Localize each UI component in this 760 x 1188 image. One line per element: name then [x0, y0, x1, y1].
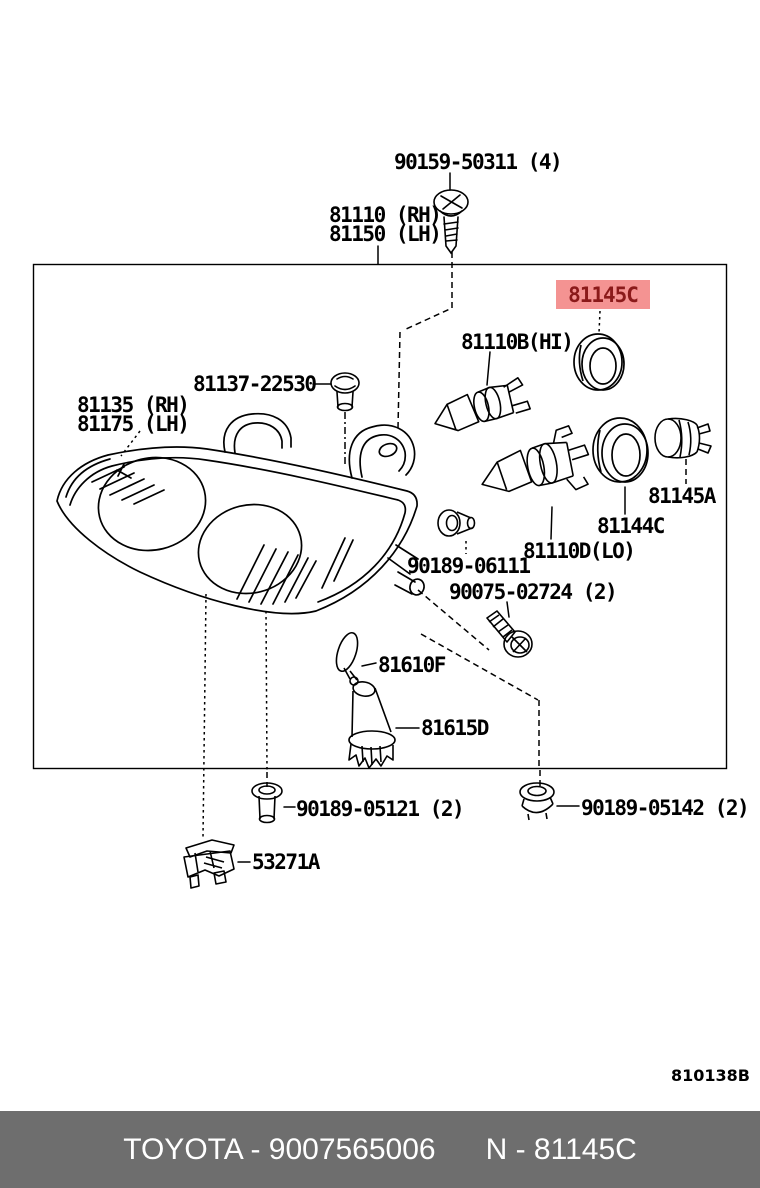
part-label-90189-05142: 90189-05142 (2)	[581, 796, 750, 820]
part-label-81135-rh: 81135 (RH)	[77, 393, 190, 417]
part-label-81137-22530: 81137-22530	[193, 372, 317, 396]
part-label-90189-05121: 90189-05121 (2)	[296, 797, 465, 821]
part-label-90075-02724: 90075-02724 (2)	[449, 580, 618, 604]
part-label-90189-06111: 90189-06111	[407, 554, 531, 578]
leader-lines-solid	[237, 172, 626, 863]
low-beam-cap-plug-icon	[654, 417, 712, 459]
highlighted-part-label-81145c: 81145C	[556, 280, 650, 309]
mount-bracket-left	[223, 412, 292, 453]
diagram-code: 810138B	[671, 1066, 750, 1085]
footer-part-number: N - 81145C	[485, 1132, 637, 1166]
part-label-81110b-hi: 81110B(HI)	[461, 330, 574, 354]
part-label-81610f: 81610F	[378, 653, 446, 677]
bolt-icon	[251, 782, 283, 824]
clip-icon	[183, 839, 235, 889]
footer-catalog-number: TOYOTA - 9007565006	[123, 1132, 436, 1166]
part-label-81615d: 81615D	[421, 716, 489, 740]
high-beam-bulb-icon	[434, 376, 531, 432]
bulb-socket-icon	[348, 681, 396, 769]
grommet-icon	[519, 782, 555, 821]
part-label-90159-50311: 90159-50311 (4)	[394, 150, 563, 174]
part-label-81150-lh: 81150 (LH)	[329, 222, 442, 246]
lens-hatching-right	[236, 537, 354, 605]
retainer-screw-icon	[433, 189, 469, 255]
leader-lines-dashed	[120, 252, 687, 838]
part-label-81175-lh: 81175 (LH)	[77, 412, 190, 436]
part-label-81145a: 81145A	[648, 484, 716, 508]
part-label-81110d-lo: 81110D(LO)	[523, 539, 636, 563]
tapping-screw-icon	[486, 610, 533, 658]
parking-bulb-icon	[335, 631, 359, 686]
lens-hatching	[91, 463, 165, 505]
part-label-53271a: 53271A	[252, 850, 320, 874]
low-beam-bulb-icon	[481, 425, 590, 493]
part-label-81110-rh: 81110 (RH)	[329, 203, 442, 227]
headlamp-assembly-drawing	[56, 412, 425, 615]
high-beam-cap-icon	[573, 333, 625, 391]
rear-stud	[387, 544, 419, 595]
low-beam-gasket-icon	[592, 417, 649, 483]
part-label-81144c: 81144C	[597, 514, 665, 538]
mount-bracket-right	[348, 424, 416, 479]
bracket-screw-icon	[330, 372, 360, 412]
diagram-border	[32, 263, 728, 770]
stud-pin-icon	[437, 509, 476, 537]
footer-bar: TOYOTA - 9007565006 N - 81145C	[0, 1111, 760, 1188]
